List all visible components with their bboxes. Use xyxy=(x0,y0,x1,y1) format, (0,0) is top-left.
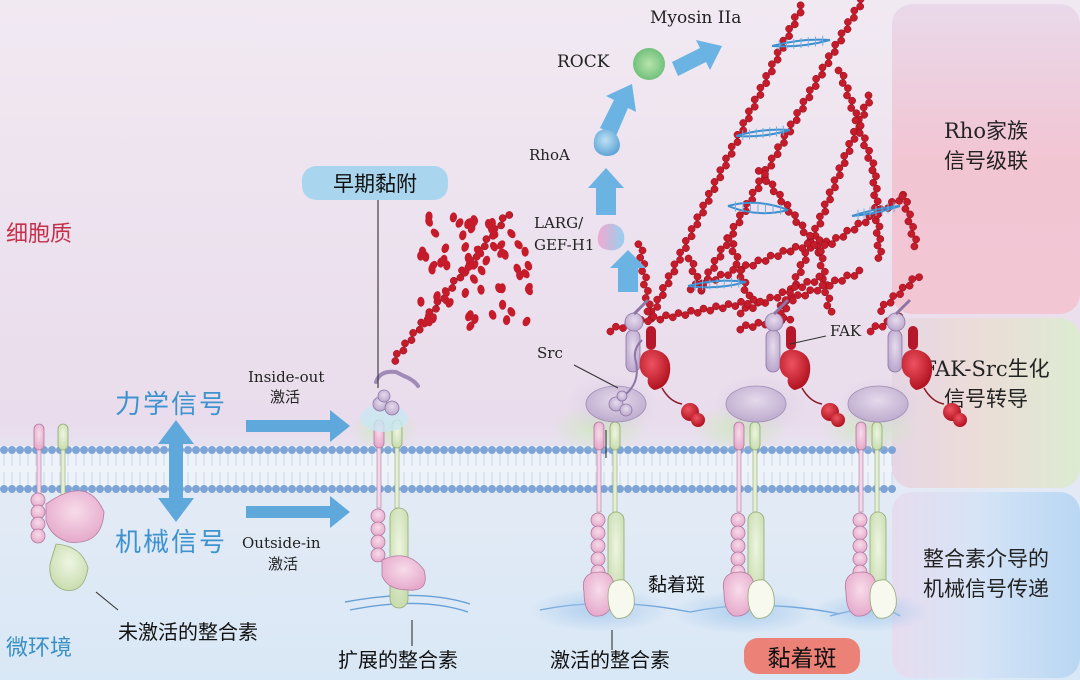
activated-integrin-3 xyxy=(844,421,897,619)
myosin-links xyxy=(687,35,901,291)
src-kinase xyxy=(608,339,643,417)
activated-integrin-2 xyxy=(722,421,775,619)
mechanical-force-label: 力学信号 xyxy=(115,390,228,420)
cytoplasm-label: 细胞质 xyxy=(6,222,73,247)
activated-integrin-1 xyxy=(582,421,635,619)
microenvironment-label: 微环境 xyxy=(6,636,73,661)
src-label: Src xyxy=(537,344,563,362)
bidirectional-arrow xyxy=(158,420,194,522)
actin-monomers xyxy=(417,211,533,331)
outside-in-label: Outside-in xyxy=(242,534,321,552)
cascade-molecules xyxy=(593,48,665,251)
signal-arrows xyxy=(158,410,350,528)
extended-integrin xyxy=(360,369,426,609)
rhoa-molecule xyxy=(593,129,620,156)
inside-out-arrow xyxy=(246,410,350,442)
focal-adhesion-badge: 黏着斑 xyxy=(744,638,860,674)
callout-lines xyxy=(95,198,827,650)
arrow-larg-up xyxy=(610,250,646,292)
inactive-integrin xyxy=(30,423,105,591)
larg-label-line2: GEF-H1 xyxy=(534,236,595,254)
rho-panel-line2: 信号级联 xyxy=(944,149,1028,173)
mech-panel: 整合素介导的 机械信号传递 xyxy=(892,492,1080,678)
focal-adhesion-text: 黏着斑 xyxy=(767,646,837,672)
outside-in-activation-label: 激活 xyxy=(268,555,299,573)
inside-out-label: Inside-out xyxy=(248,368,325,386)
rock-molecule xyxy=(633,48,665,80)
arrow-rhoa-up xyxy=(588,168,624,215)
mechanical-signal-label: 机械信号 xyxy=(115,528,228,558)
mech-panel-line1: 整合素介导的 xyxy=(923,547,1049,571)
integrin-group xyxy=(30,298,967,619)
fak-label: FAK xyxy=(830,322,862,340)
fak-panel-line1: FAK-Src生化 xyxy=(922,357,1050,381)
larg-label-line1: LARG/ xyxy=(534,214,584,232)
adhesion-complex-2 xyxy=(725,298,845,427)
activated-integrin-label: 激活的整合素 xyxy=(550,648,670,672)
rho-panel-line1: Rho家族 xyxy=(944,119,1028,143)
early-adhesion-badge: 早期黏附 xyxy=(302,166,448,200)
fak-panel: FAK-Src生化 信号转导 xyxy=(892,318,1080,488)
larg-molecule xyxy=(597,223,625,251)
arrow-myosin xyxy=(672,40,722,76)
mech-panel-line2: 机械信号传递 xyxy=(923,577,1049,601)
cascade-arrows xyxy=(588,40,722,292)
outside-in-arrow xyxy=(246,496,350,528)
rhoa-label: RhoA xyxy=(529,146,570,164)
inactive-integrin-label: 未激活的整合素 xyxy=(118,620,258,644)
rock-label: ROCK xyxy=(557,52,610,72)
inside-out-activation-label: 激活 xyxy=(270,388,301,406)
rho-panel: Rho家族 信号级联 xyxy=(892,4,1080,314)
focal-adhesion-inline-label: 黏着斑 xyxy=(648,574,706,596)
extended-integrin-label: 扩展的整合素 xyxy=(338,648,458,672)
early-adhesion-text: 早期黏附 xyxy=(333,172,417,196)
adhesion-complex-3 xyxy=(847,298,967,427)
myosin-label: Myosin IIa xyxy=(650,8,742,28)
lipid-bilayer xyxy=(0,446,896,493)
arrow-rock xyxy=(600,84,636,136)
